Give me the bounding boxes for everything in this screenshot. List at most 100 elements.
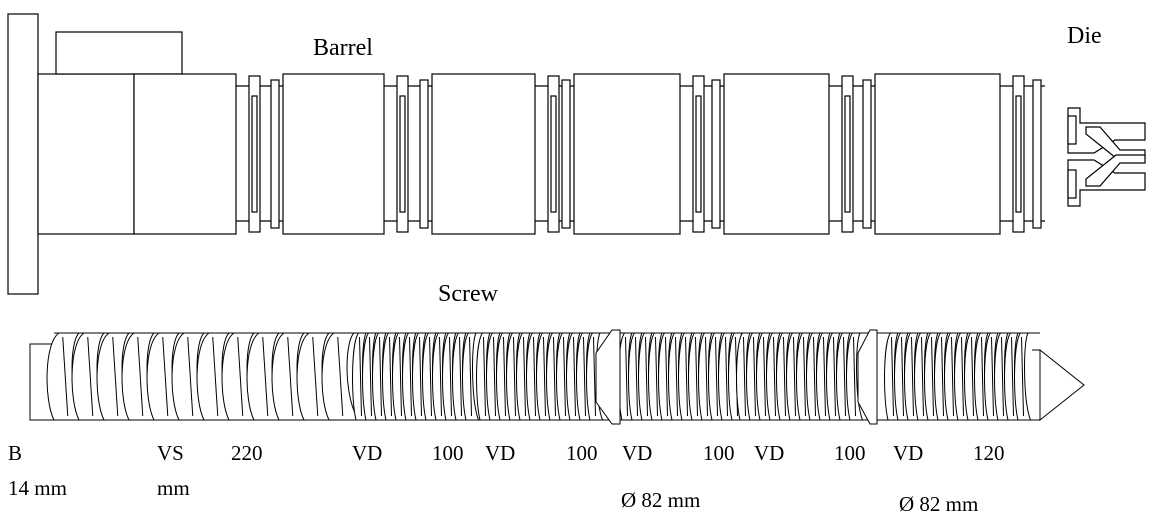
screw-flight-vd-edge	[813, 336, 816, 417]
screw-flight-vd-edge	[469, 336, 472, 417]
diameter-label-1: Ø 82 mm	[621, 488, 701, 512]
screw-flight-vd-edge	[399, 336, 402, 417]
screw-flight-vd-edge	[439, 336, 442, 417]
screw-flight-vd-edge	[645, 336, 648, 417]
screw-flight-vd-edge	[725, 336, 728, 417]
screw-flight-vd-edge	[655, 336, 658, 417]
barrel-block	[874, 73, 1001, 235]
screw-flight-vs-edge	[337, 336, 344, 417]
screw-flight-vd-edge	[483, 336, 486, 417]
screw-flight-vd-edge	[523, 336, 526, 417]
screw-flight-vs-edge	[187, 336, 194, 417]
motor-box	[55, 31, 183, 75]
screw-flight-vd-edge	[543, 336, 546, 417]
segment-vd5-label: VD	[893, 441, 924, 465]
barrel-flange-groove	[844, 95, 851, 213]
screw-blister	[595, 329, 621, 425]
screw-flight-vd-edge	[793, 336, 796, 417]
segment-vd4-label: VD	[754, 441, 785, 465]
segment-vs-length: 220	[231, 441, 263, 465]
segment-b-length: 14 mm	[8, 476, 67, 500]
screw-flight-vs-edge	[162, 336, 169, 417]
screw-flight-vd-edge	[685, 336, 688, 417]
barrel-flange-groove	[695, 95, 702, 213]
screw-flight-vs-edge	[287, 336, 294, 417]
barrel-flange-ring	[561, 79, 571, 229]
screw-flight-vd-edge	[853, 336, 856, 417]
screw-flight-vd-edge	[941, 336, 944, 417]
screw-flight-vd-edge	[961, 336, 964, 417]
barrel-label: Barrel	[313, 35, 373, 61]
screw-flight-vd-edge	[635, 336, 638, 417]
screw-flight-vd-edge	[823, 336, 826, 417]
segment-vd1-label: VD	[352, 441, 383, 465]
mounting-flange	[7, 13, 39, 295]
segment-vd4-length: 100	[834, 441, 866, 465]
screw-flight-vd-edge	[379, 336, 382, 417]
screw-flight-vs-edge	[262, 336, 269, 417]
screw-flight-vd-edge	[419, 336, 422, 417]
screw-flight-vd-edge	[665, 336, 668, 417]
screw-flight-vd-edge	[409, 336, 412, 417]
screw-flight-vd-edge	[753, 336, 756, 417]
screw-flight-vs-edge	[112, 336, 119, 417]
diameter-label-2: Ø 82 mm	[899, 492, 979, 516]
segment-vs-label: VS	[157, 441, 184, 465]
screw-flight-vd-edge	[803, 336, 806, 417]
screw-assembly	[29, 329, 1085, 425]
barrel-block	[723, 73, 830, 235]
screw-flight-vd-edge	[715, 336, 718, 417]
screw-flight-vd-edge	[1021, 336, 1024, 417]
barrel-flange-ring	[862, 79, 872, 229]
segment-vd3-length: 100	[703, 441, 735, 465]
screw-flight-vd-edge	[675, 336, 678, 417]
screw-flight-vd-edge	[533, 336, 536, 417]
screw-flight-vd-edge	[783, 336, 786, 417]
barrel-block	[431, 73, 536, 235]
screw-flight-vd-edge	[843, 336, 846, 417]
feed-section	[133, 73, 237, 235]
barrel-block	[573, 73, 681, 235]
screw-flight-vd-edge	[921, 336, 924, 417]
screw-flight-vd-edge	[991, 336, 994, 417]
screw-flight-vs-edge	[237, 336, 244, 417]
screw-flight-vd-edge	[593, 336, 596, 417]
die-assembly	[1067, 107, 1146, 207]
screw-flight-vd-edge	[369, 336, 372, 417]
segment-vd3-label: VD	[622, 441, 653, 465]
screw-flight-vd-edge	[1001, 336, 1004, 417]
screw-flight-vs-edge	[212, 336, 219, 417]
die-upper-lip	[1067, 107, 1146, 154]
screw-blister	[857, 329, 878, 425]
barrel-flange-ring	[1032, 79, 1042, 229]
screw-flight-vd-edge	[429, 336, 432, 417]
screw-flight-vd-edge	[553, 336, 556, 417]
screw-flight-vd-edge	[583, 336, 586, 417]
barrel-flange-groove	[399, 95, 406, 213]
die-label: Die	[1067, 23, 1102, 49]
screw-flight-vd-edge	[705, 336, 708, 417]
barrel-flange-groove	[1015, 95, 1022, 213]
barrel-assembly	[7, 13, 1045, 295]
screw-label: Screw	[438, 281, 498, 307]
die-bolt	[1067, 169, 1077, 199]
die-bolt	[1067, 115, 1077, 145]
screw-flight-vd-edge	[763, 336, 766, 417]
screw-flight-vd-edge	[493, 336, 496, 417]
screw-flight-vs-edge	[87, 336, 94, 417]
screw-flight-vd-edge	[1011, 336, 1014, 417]
die-lower-lip	[1067, 159, 1146, 207]
screw-flight-vd-edge	[971, 336, 974, 417]
screw-flight-vs-edge	[312, 336, 319, 417]
screw-flight-vs-edge	[62, 336, 69, 417]
screw-flight-vd-edge	[573, 336, 576, 417]
screw-flight-vd-edge	[389, 336, 392, 417]
barrel-flange-groove	[550, 95, 557, 213]
segment-vd1-length: 100	[432, 441, 464, 465]
screw-flight-vd-edge	[513, 336, 516, 417]
screw-flight-vd-edge	[951, 336, 954, 417]
screw-flight-vd-edge	[773, 336, 776, 417]
screw-flight-vd-edge	[981, 336, 984, 417]
barrel-flange-ring	[711, 79, 721, 229]
